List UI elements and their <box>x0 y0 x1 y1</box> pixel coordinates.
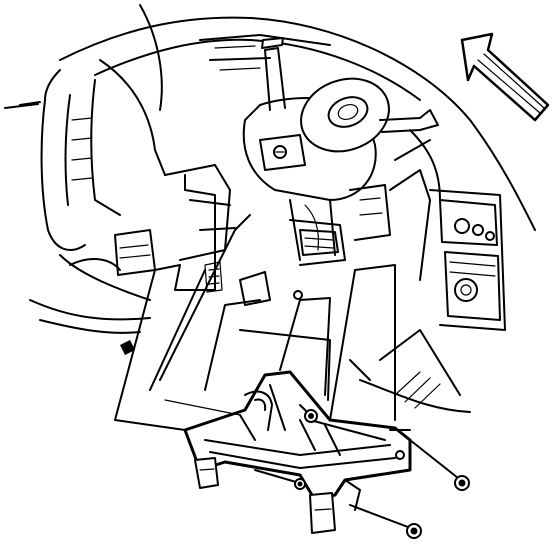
instrument-panel <box>4 4 536 413</box>
bolt-2 <box>409 439 470 491</box>
bolt-3 <box>349 504 422 539</box>
steering-column <box>242 37 439 261</box>
bolt-1 <box>299 404 318 423</box>
bolt-icon <box>254 404 470 539</box>
leader-lines <box>114 174 411 441</box>
knee-bolster-bracket <box>183 370 412 534</box>
bolt-4 <box>254 469 306 490</box>
arrow-up-left-icon <box>460 32 550 122</box>
support-brackets <box>69 164 391 355</box>
